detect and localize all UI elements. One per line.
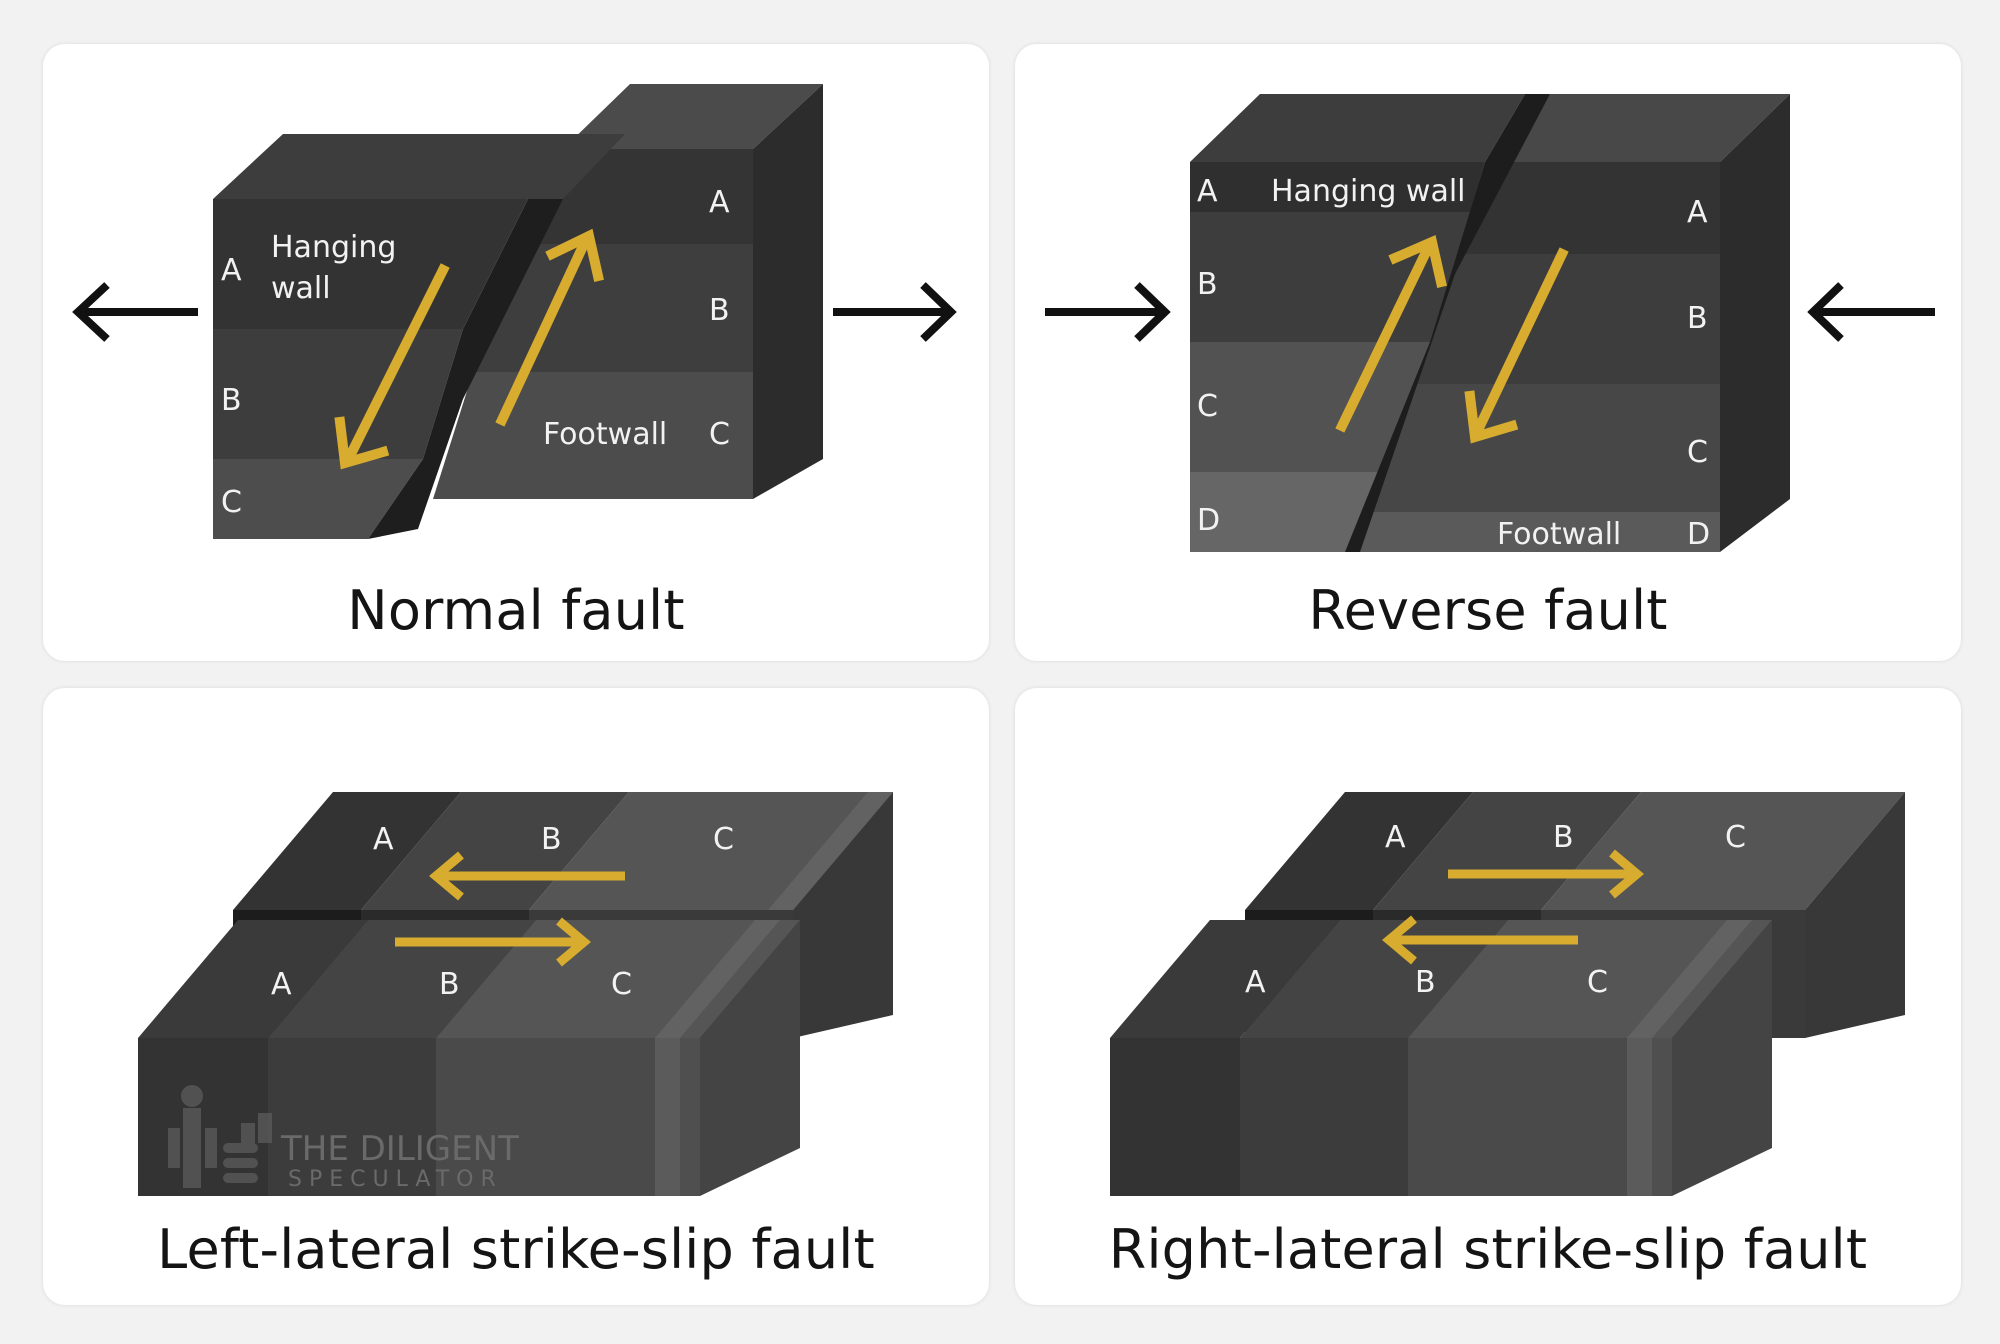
reverse-fault-title: Reverse fault bbox=[1308, 579, 1668, 642]
footwall-label: Footwall bbox=[543, 417, 667, 452]
normal-fault-panel: A B C A B C Hanging wall Footwall bbox=[43, 44, 989, 661]
reverse-fault-panel: A B C D A B C D Hanging wall Footwall bbox=[1015, 44, 1961, 661]
hanging-layer-c: C bbox=[221, 485, 242, 520]
slip-arrow-right-icon bbox=[1448, 849, 1644, 899]
hanging-layer-a: A bbox=[1197, 174, 1218, 209]
watermark-logo-icon bbox=[168, 1085, 272, 1188]
hanging-wall-label-line2: wall bbox=[271, 271, 331, 306]
footwall-layer-a: A bbox=[709, 185, 730, 220]
normal-fault-title: Normal fault bbox=[347, 579, 685, 642]
compression-arrow-right-icon bbox=[1045, 282, 1171, 342]
extension-arrow-left-icon bbox=[72, 282, 198, 342]
front-layer-c: C bbox=[611, 967, 632, 1002]
back-layer-a: A bbox=[1385, 820, 1406, 855]
front-layer-b: B bbox=[439, 967, 460, 1002]
footwall-label: Footwall bbox=[1497, 517, 1621, 552]
slip-arrow-down-icon bbox=[334, 263, 450, 470]
slip-arrow-down-icon bbox=[1464, 247, 1569, 444]
hanging-layer-b: B bbox=[1197, 267, 1218, 302]
back-layer-c: C bbox=[713, 822, 734, 857]
right-lateral-fault-panel: A B C A B C Right-lateral strike-slip fa… bbox=[1015, 688, 1961, 1305]
hanging-layer-c: C bbox=[1197, 389, 1218, 424]
footwall-layer-a: A bbox=[1687, 195, 1708, 230]
back-layer-c: C bbox=[1725, 820, 1746, 855]
back-layer-a: A bbox=[373, 822, 394, 857]
slip-arrow-left-icon bbox=[1382, 915, 1578, 965]
normal-fault-illustration: A B C A B C Hanging wall Footwall bbox=[72, 84, 957, 539]
footwall-layer-b: B bbox=[1687, 301, 1708, 336]
front-block bbox=[138, 920, 800, 1196]
right-lateral-fault-title: Right-lateral strike-slip fault bbox=[1108, 1218, 1868, 1281]
front-layer-a: A bbox=[1245, 965, 1266, 1000]
left-lateral-fault-title: Left-lateral strike-slip fault bbox=[157, 1218, 875, 1281]
footwall-layer-d: D bbox=[1687, 517, 1710, 552]
watermark-text-line2: SPECULATOR bbox=[288, 1167, 503, 1192]
slip-arrow-up-icon bbox=[495, 228, 604, 427]
hanging-layer-d: D bbox=[1197, 503, 1220, 538]
hanging-wall-label: Hanging wall bbox=[1271, 174, 1466, 209]
slip-arrow-up-icon bbox=[1335, 235, 1447, 433]
compression-arrow-left-icon bbox=[1807, 282, 1935, 342]
watermark-text-line1: THE DILIGENT bbox=[280, 1129, 519, 1169]
footwall-layer-c: C bbox=[1687, 435, 1708, 470]
hanging-layer-b: B bbox=[221, 383, 242, 418]
back-layer-b: B bbox=[541, 822, 562, 857]
footwall-layer-b: B bbox=[709, 293, 730, 328]
front-block bbox=[1110, 920, 1772, 1196]
slip-arrow-right-icon bbox=[395, 917, 591, 967]
left-lateral-fault-panel: A B C A B C bbox=[43, 688, 989, 1305]
right-lateral-illustration: A B C A B C bbox=[1110, 792, 1905, 1196]
front-layer-c: C bbox=[1587, 965, 1608, 1000]
slip-arrow-left-icon bbox=[429, 851, 625, 901]
hanging-wall-label-line1: Hanging bbox=[271, 230, 396, 265]
footwall-block bbox=[1347, 94, 1790, 552]
front-layer-a: A bbox=[271, 967, 292, 1002]
left-lateral-illustration: A B C A B C bbox=[138, 792, 893, 1196]
extension-arrow-right-icon bbox=[833, 282, 957, 342]
footwall-layer-c: C bbox=[709, 417, 730, 452]
back-layer-b: B bbox=[1553, 820, 1574, 855]
hanging-layer-a: A bbox=[221, 253, 242, 288]
front-layer-b: B bbox=[1415, 965, 1436, 1000]
reverse-fault-illustration: A B C D A B C D Hanging wall Footwall bbox=[1045, 94, 1935, 552]
